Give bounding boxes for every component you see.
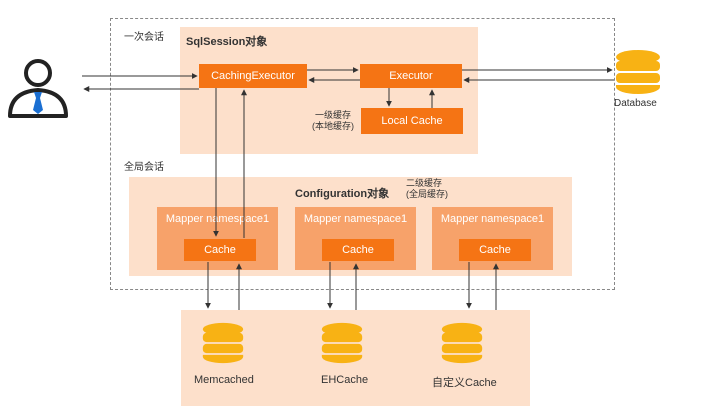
- sqlsession-title: SqlSession对象: [186, 36, 268, 48]
- executor-box: Executor: [360, 64, 462, 88]
- database-label: Database: [614, 98, 657, 109]
- store-label-custom: 自定义Cache: [432, 377, 497, 389]
- level2-cache-line1: 二级缓存: [406, 178, 443, 188]
- level2-cache-label: 二级缓存 (全局缓存): [406, 178, 448, 200]
- caching-executor-box: CachingExecutor: [199, 64, 307, 88]
- mapper-cache-box: Cache: [459, 239, 531, 261]
- configuration-title: Configuration对象: [295, 188, 390, 200]
- session-boundary: [110, 18, 615, 290]
- global-scope-label: 全局会话: [124, 162, 164, 173]
- mapper-title: Mapper namespace1: [440, 213, 545, 225]
- mapper-namespace-2: Mapper namespace1 Cache: [295, 207, 416, 270]
- level1-cache-line2: (本地缓存): [312, 121, 354, 131]
- mapper-cache-box: Cache: [184, 239, 256, 261]
- level1-cache-line1: 一级缓存: [314, 110, 351, 120]
- store-label-ehcache: EHCache: [321, 374, 369, 386]
- session-scope-label: 一次会话: [124, 32, 164, 43]
- user-icon: [8, 59, 68, 118]
- database-icon: [441, 322, 483, 364]
- mapper-title: Mapper namespace1: [303, 213, 408, 225]
- database-icon: [321, 322, 363, 364]
- mapper-namespace-1: Mapper namespace1 Cache: [157, 207, 278, 270]
- level1-cache-label: 一级缓存 (本地缓存): [312, 110, 354, 132]
- database-icon: [616, 50, 660, 94]
- mapper-title: Mapper namespace1: [165, 213, 270, 225]
- store-label-memcached: Memcached: [194, 374, 254, 386]
- mapper-namespace-3: Mapper namespace1 Cache: [432, 207, 553, 270]
- database-icon: [202, 322, 244, 364]
- mapper-cache-box: Cache: [322, 239, 394, 261]
- local-cache-box: Local Cache: [361, 108, 463, 134]
- level2-cache-line2: (全局缓存): [406, 189, 448, 199]
